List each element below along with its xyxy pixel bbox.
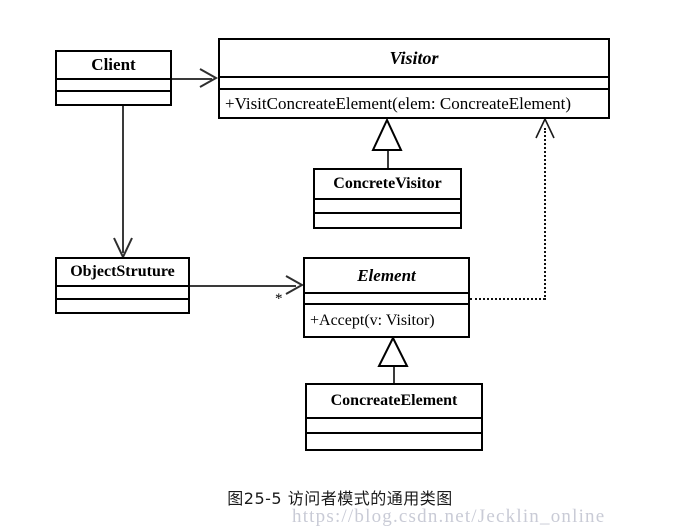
class-attributes-element — [305, 294, 468, 305]
class-attributes-client — [57, 80, 170, 92]
class-box-element[interactable]: Element +Accept(v: Visitor) — [303, 257, 470, 338]
arrowhead-generalization-concretevisitor — [371, 117, 403, 151]
class-name-concrete-visitor: ConcreteVisitor — [315, 170, 460, 200]
connector-concreateelement-to-element-line — [393, 363, 395, 384]
class-name-object-struture: ObjectStruture — [57, 259, 188, 287]
class-operations-concreate-element — [307, 434, 481, 449]
class-box-object-struture[interactable]: ObjectStruture — [55, 257, 190, 314]
class-name-concreate-element: ConcreateElement — [307, 385, 481, 419]
class-attributes-concreate-element — [307, 419, 481, 434]
class-name-client: Client — [57, 52, 170, 80]
class-name-element: Element — [305, 259, 468, 294]
class-attributes-object-struture — [57, 287, 188, 300]
class-attributes-visitor — [220, 78, 608, 90]
connector-element-to-visitor-dotted-vertical — [544, 128, 546, 300]
connector-objectstruture-to-element-line — [190, 285, 296, 287]
class-box-concrete-visitor[interactable]: ConcreteVisitor — [313, 168, 462, 229]
class-box-concreate-element[interactable]: ConcreateElement — [305, 383, 483, 451]
class-operations-element: +Accept(v: Visitor) — [310, 311, 435, 329]
class-operations-object-struture — [57, 300, 188, 312]
class-box-visitor[interactable]: Visitor +VisitConcreateElement(elem: Con… — [218, 38, 610, 119]
connector-element-to-visitor-dotted-horizontal — [470, 298, 545, 300]
arrowhead-generalization-concreateelement — [377, 335, 409, 367]
watermark-text: https://blog.csdn.net/Jecklin_online — [292, 506, 606, 527]
class-attributes-concrete-visitor — [315, 200, 460, 214]
connector-concretevisitor-to-visitor-line — [387, 148, 389, 169]
connector-client-to-visitor-line — [172, 78, 212, 80]
class-name-visitor: Visitor — [220, 40, 608, 78]
class-box-client[interactable]: Client — [55, 50, 172, 106]
connector-client-to-objectstruture-line — [122, 105, 124, 253]
multiplicity-label-objectstruture-element: * — [275, 291, 283, 307]
figure-caption: 图25-5 访问者模式的通用类图 — [227, 489, 453, 508]
class-operations-client — [57, 92, 170, 104]
class-operations-concrete-visitor — [315, 214, 460, 227]
class-operations-visitor: +VisitConcreateElement(elem: ConcreateEl… — [225, 93, 572, 113]
